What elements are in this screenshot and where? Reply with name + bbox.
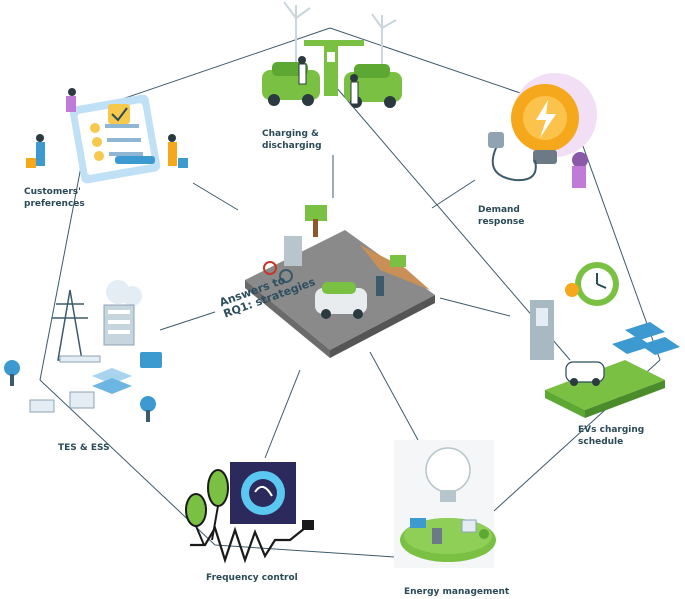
energy-management-bulb-icon: [394, 440, 496, 568]
node-energy-line1: Energy management: [404, 587, 510, 597]
lightbulb-plug-icon: [488, 73, 597, 188]
power-grid-icon: [4, 280, 162, 422]
node-tes: TES & ESS: [58, 442, 110, 454]
node-evs: EVs charging schedule: [578, 424, 685, 448]
node-demand: Demand response: [478, 204, 524, 228]
node-frequency-line1: Frequency control: [206, 573, 298, 583]
node-tes-line1: TES & ESS: [58, 443, 110, 453]
connection-lines: [39, 27, 661, 561]
node-customers-line1: Customers': [24, 187, 81, 197]
node-charging-line1: Charging &: [262, 129, 319, 139]
node-demand-line1: Demand: [478, 205, 520, 215]
node-customers-line2: preferences: [24, 199, 85, 209]
parking-charging-icon: [245, 205, 435, 358]
ev-schedule-clock-icon: [530, 262, 680, 418]
ev-charging-station-icon: [262, 1, 402, 108]
node-charging: Charging & discharging: [262, 128, 322, 152]
node-customers: Customers' preferences: [24, 186, 85, 210]
node-charging-line2: discharging: [262, 141, 322, 151]
customer-rating-icon: [26, 88, 188, 184]
frequency-plant-icon: [185, 462, 314, 564]
node-frequency: Frequency control: [206, 572, 298, 584]
node-demand-line2: response: [478, 217, 525, 227]
node-evs-line1: EVs charging schedule: [578, 425, 645, 447]
node-energy: Energy management: [404, 586, 509, 598]
